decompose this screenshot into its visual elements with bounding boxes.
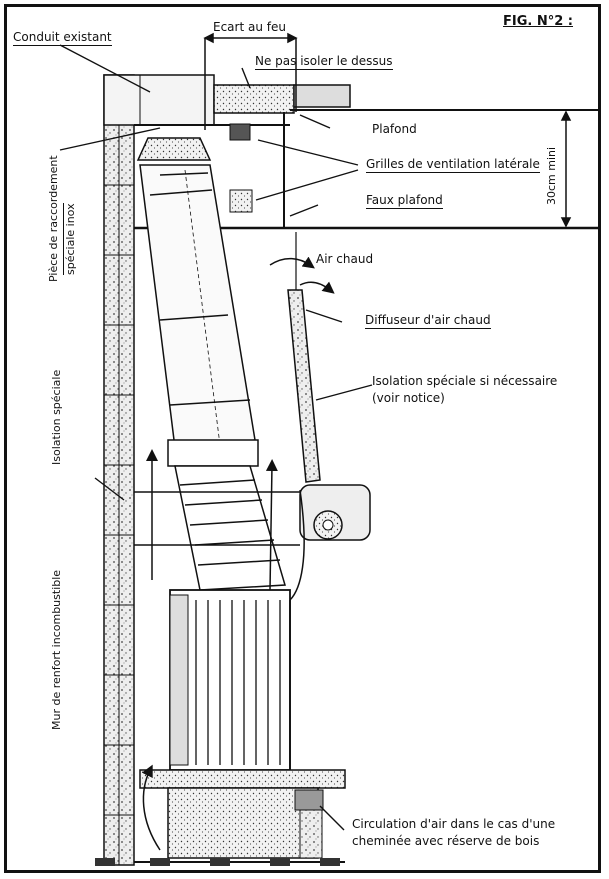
air-flow-arrows <box>141 256 335 851</box>
label-faux-plafond: Faux plafond <box>366 193 443 209</box>
figure-frame <box>4 4 601 873</box>
hot-air-diffuser <box>299 484 371 541</box>
flue-connector <box>167 439 286 591</box>
label-grilles-ventilation: Grilles de ventilation latérale <box>366 157 540 173</box>
label-circulation-2: cheminée avec réserve de bois <box>352 834 540 848</box>
label-isolation-si-necessaire-2: (voir notice) <box>372 391 445 405</box>
ceiling-slab <box>103 74 600 126</box>
label-diffuseur: Diffuseur d'air chaud <box>365 313 491 329</box>
clearance-dimension <box>203 32 298 130</box>
label-piece-raccordement-1: Pièce de raccordement <box>47 155 60 282</box>
hood-right-wall <box>287 232 321 601</box>
label-conduit-existant: Conduit existant <box>13 30 112 46</box>
label-isolation-si-necessaire-1: Isolation spéciale si nécessaire <box>372 374 558 388</box>
leader-lines <box>59 44 373 831</box>
label-circulation-1: Circulation d'air dans le cas d'une <box>352 817 556 831</box>
hearth-base <box>134 769 346 863</box>
label-mur-renfort: Mur de renfort incombustible <box>50 569 63 730</box>
label-isolation-speciale: Isolation spéciale <box>50 369 63 465</box>
floor-base <box>95 858 340 866</box>
label-ecart-au-feu: Ecart au feu <box>213 20 286 34</box>
fireplace-insert <box>169 589 291 771</box>
figure-number: FIG. N°2 : <box>503 14 574 29</box>
label-air-chaud: Air chaud <box>316 252 374 266</box>
height-dimension <box>560 110 572 228</box>
label-piece-raccordement-2: spéciale inox <box>63 203 77 275</box>
convection-bands <box>134 491 320 546</box>
label-plafond: Plafond <box>372 122 417 136</box>
label-ne-pas-isoler: Ne pas isoler le dessus <box>255 54 393 70</box>
label-30cm-mini: 30cm mini <box>545 146 558 205</box>
reinforcement-wall <box>103 74 135 866</box>
